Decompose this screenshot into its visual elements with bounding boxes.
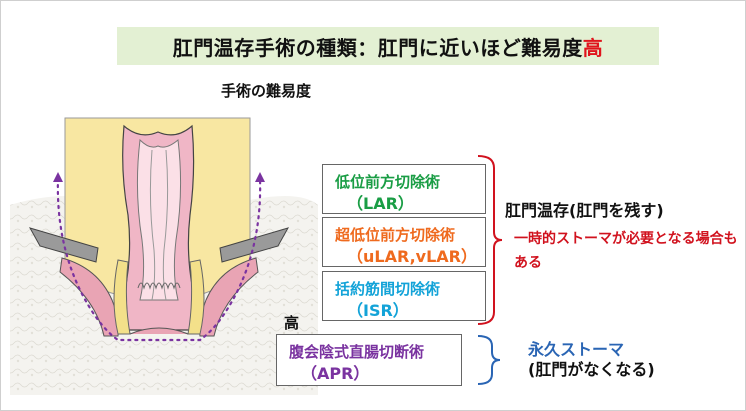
permanent-stoma-detail: (肛門がなくなる): [528, 360, 655, 379]
resection-line: [56, 176, 262, 342]
procedure-name-lar: 低位前方切除術: [335, 173, 441, 191]
procedure-box-ular: 超低位前方切除術 （uLAR,vLAR）: [322, 217, 486, 267]
procedure-name-apr: 腹会陰式直腸切断術: [289, 343, 425, 361]
procedure-abbr-isr: （ISR）: [347, 301, 409, 320]
difficulty-high-label: 高: [284, 314, 300, 332]
procedure-name-isr: 括約筋間切除術: [335, 280, 441, 298]
pelvic-bone-left: [28, 227, 99, 263]
difficulty-subtitle: 手術の難易度: [221, 82, 312, 100]
stoma-note: 一時的ストーマが必要となる場合もある: [514, 231, 738, 271]
permanent-bracket: [477, 335, 501, 385]
page-title: 肛門温存手術の種類：肛門に近いほど難易度高: [117, 27, 659, 65]
permanent-stoma-label: 永久ストーマ: [528, 340, 625, 359]
rectum-lumen: [149, 149, 169, 301]
preserve-label: 肛門温存(肛門を残す): [505, 201, 664, 220]
title-accent: 高: [582, 35, 604, 60]
title-main: 肛門温存手術の種類：肛門に近いほど難易度: [172, 35, 583, 60]
anal-opening: [129, 327, 189, 335]
procedure-abbr-lar: （LAR）: [347, 194, 414, 213]
procedure-abbr-apr: （APR）: [301, 364, 370, 383]
preserve-bracket: [477, 155, 503, 325]
procedure-name-ular: 超低位前方切除術: [335, 226, 456, 244]
resection-arrow-left: [53, 172, 63, 182]
resection-arrow-right: [255, 172, 265, 182]
anal-columns: [137, 282, 181, 290]
procedure-box-lar: 低位前方切除術 （LAR）: [322, 164, 486, 214]
procedure-abbr-ular: （uLAR,vLAR）: [347, 247, 477, 266]
procedure-box-isr: 括約筋間切除術 （ISR）: [322, 271, 486, 321]
procedure-box-apr: 腹会陰式直腸切断術 （APR）: [276, 334, 462, 386]
rectum-inner: [136, 138, 182, 301]
